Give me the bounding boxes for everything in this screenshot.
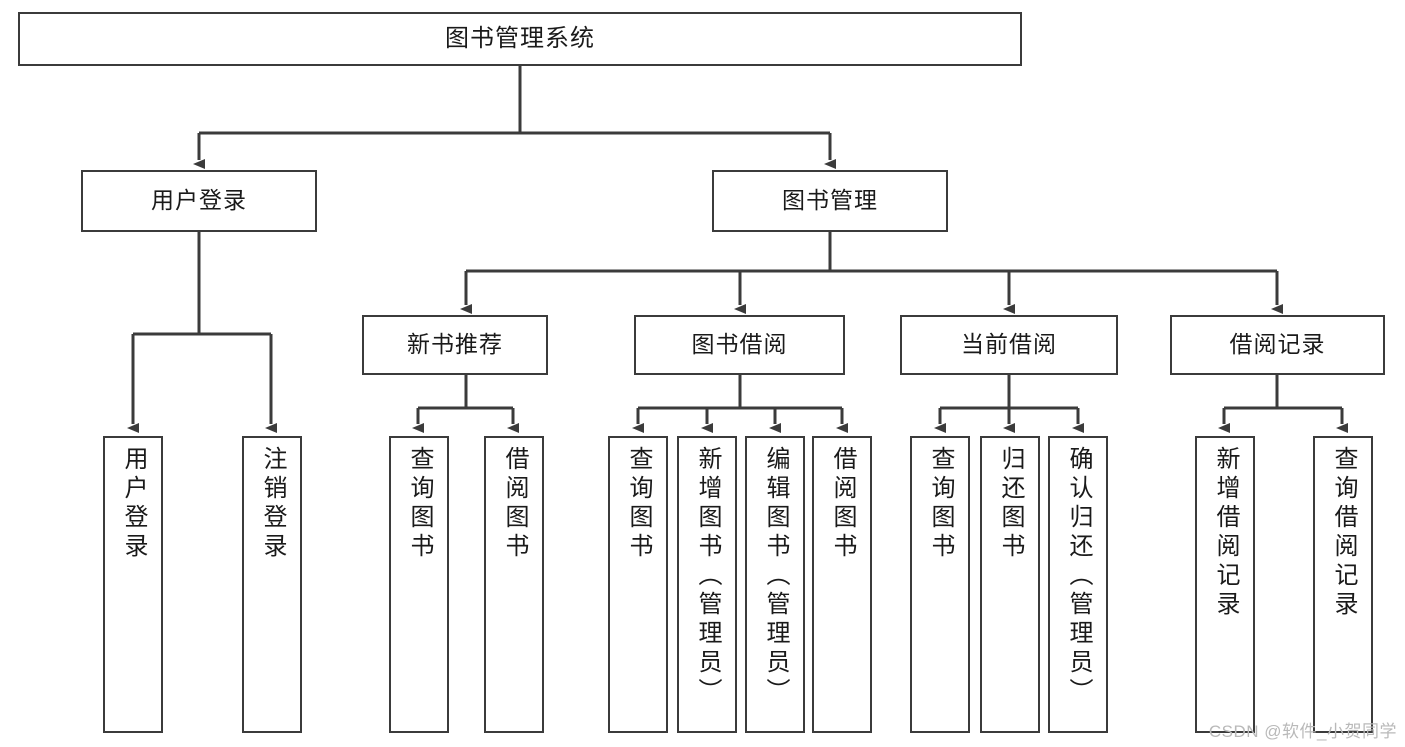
node-label: 借阅记录 (1229, 331, 1326, 358)
node-label: 用户登录 (151, 187, 247, 214)
leaf-user-login[interactable]: 用户登录 (103, 436, 163, 733)
node-label: 图书管理 (782, 187, 878, 214)
node-borrowing-records[interactable]: 借阅记录 (1170, 315, 1385, 375)
watermark-text: CSDN @软件_小贺同学 (1208, 722, 1397, 741)
node-label: 查询借阅记录 (1330, 446, 1357, 620)
node-root-book-management-system[interactable]: 图书管理系统 (18, 12, 1022, 66)
node-label: 新增借阅记录 (1212, 446, 1239, 620)
node-label: 当前借阅 (961, 331, 1057, 358)
node-label: 编辑图书（管理员） (762, 446, 789, 707)
node-label: 注销登录 (259, 446, 286, 562)
node-label: 图书借阅 (691, 331, 788, 358)
node-book-borrowing[interactable]: 图书借阅 (634, 315, 845, 375)
node-book-management[interactable]: 图书管理 (712, 170, 948, 232)
node-label: 查询图书 (625, 446, 652, 562)
node-current-borrowing[interactable]: 当前借阅 (900, 315, 1118, 375)
leaf-query-borrowing-record[interactable]: 查询借阅记录 (1313, 436, 1373, 733)
leaf-logout[interactable]: 注销登录 (242, 436, 302, 733)
node-label: 借阅图书 (501, 446, 528, 562)
node-label: 查询图书 (406, 446, 433, 562)
node-label: 借阅图书 (829, 446, 856, 562)
leaf-confirm-return-admin[interactable]: 确认归还（管理员） (1048, 436, 1108, 733)
node-label: 新增图书（管理员） (694, 446, 721, 707)
leaf-query-books-borrowing[interactable]: 查询图书 (608, 436, 668, 733)
node-label: 归还图书 (997, 446, 1024, 562)
node-user-login[interactable]: 用户登录 (81, 170, 317, 232)
leaf-add-borrowing-record[interactable]: 新增借阅记录 (1195, 436, 1255, 733)
node-label: 新书推荐 (407, 331, 503, 358)
leaf-add-book-admin[interactable]: 新增图书（管理员） (677, 436, 737, 733)
leaf-edit-book-admin[interactable]: 编辑图书（管理员） (745, 436, 805, 733)
leaf-return-books[interactable]: 归还图书 (980, 436, 1040, 733)
node-new-book-recommendation[interactable]: 新书推荐 (362, 315, 548, 375)
leaf-borrow-books-borrowing[interactable]: 借阅图书 (812, 436, 872, 733)
node-label: 确认归还（管理员） (1065, 446, 1092, 707)
leaf-query-books-current[interactable]: 查询图书 (910, 436, 970, 733)
node-label: 查询图书 (927, 446, 954, 562)
node-label: 用户登录 (120, 446, 147, 562)
leaf-borrow-books-recommendation[interactable]: 借阅图书 (484, 436, 544, 733)
leaf-query-books-recommendation[interactable]: 查询图书 (389, 436, 449, 733)
node-label: 图书管理系统 (445, 24, 595, 52)
